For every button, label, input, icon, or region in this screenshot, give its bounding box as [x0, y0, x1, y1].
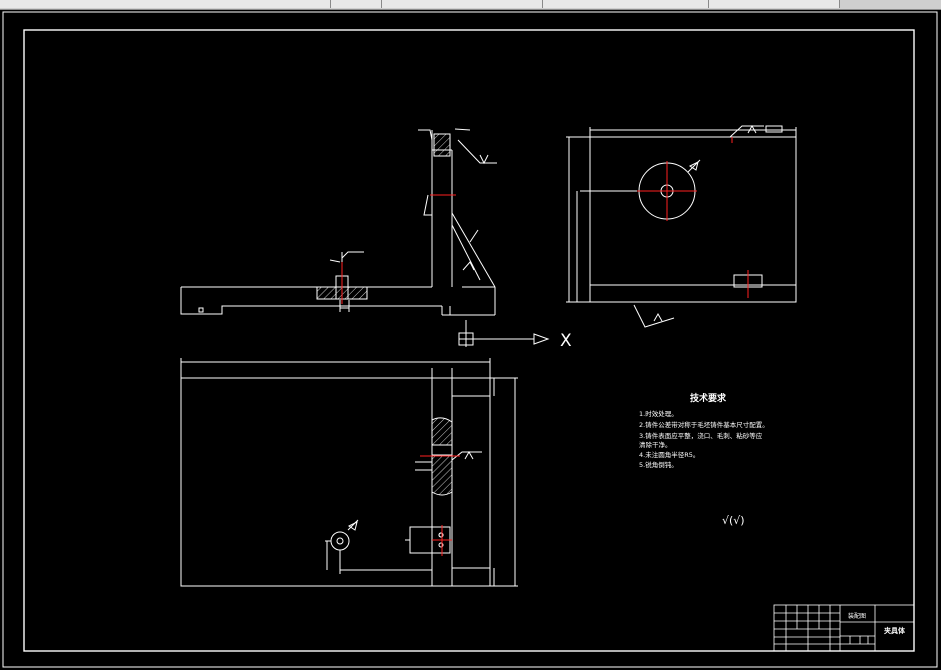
- projection-direction-marker: [458, 320, 550, 347]
- tech-requirement-item: 4.未注圆角半径R5。: [639, 450, 699, 459]
- roughness-note: √(√): [722, 514, 745, 527]
- tech-requirement-item: 5.锐角倒钝。: [639, 460, 678, 469]
- front-view-centerlines: [341, 194, 456, 304]
- front-view: [180, 128, 497, 316]
- tech-requirement-item: 1.时效处理。: [639, 409, 678, 418]
- toolbar-segment[interactable]: [331, 0, 382, 8]
- inner-drawing-frame: [23, 29, 915, 652]
- top-view: [180, 358, 518, 587]
- title-block-part-name: 夹具体: [884, 626, 906, 635]
- tech-requirement-item: 2.铸件公差带对称于毛坯铸件基本尺寸配置。: [639, 420, 769, 429]
- tech-requirement-item: 3.铸件表面应平整，浇口、毛刺、粘砂等应: [639, 431, 763, 440]
- projection-label: X: [560, 331, 572, 351]
- toolbar-segment[interactable]: [0, 0, 331, 8]
- side-view: [566, 124, 797, 328]
- top-view-centerlines: [420, 455, 460, 556]
- tech-requirements-title: 技术要求: [690, 392, 727, 404]
- title-block: [773, 604, 915, 652]
- side-view-centerlines: [637, 137, 749, 298]
- tech-requirements-list: 1.时效处理。 2.铸件公差带对称于毛坯铸件基本尺寸配置。 3.铸件表面应平整，…: [639, 409, 769, 469]
- toolbar-segment[interactable]: [382, 0, 543, 8]
- outer-sheet-border: [2, 11, 938, 668]
- tech-requirement-item: 清除干净。: [639, 440, 672, 449]
- toolbar-segment[interactable]: [543, 0, 709, 8]
- title-block-drawing-label: 装配图: [848, 612, 866, 620]
- application-toolbar-strip: [0, 0, 941, 10]
- toolbar-segment[interactable]: [709, 0, 840, 8]
